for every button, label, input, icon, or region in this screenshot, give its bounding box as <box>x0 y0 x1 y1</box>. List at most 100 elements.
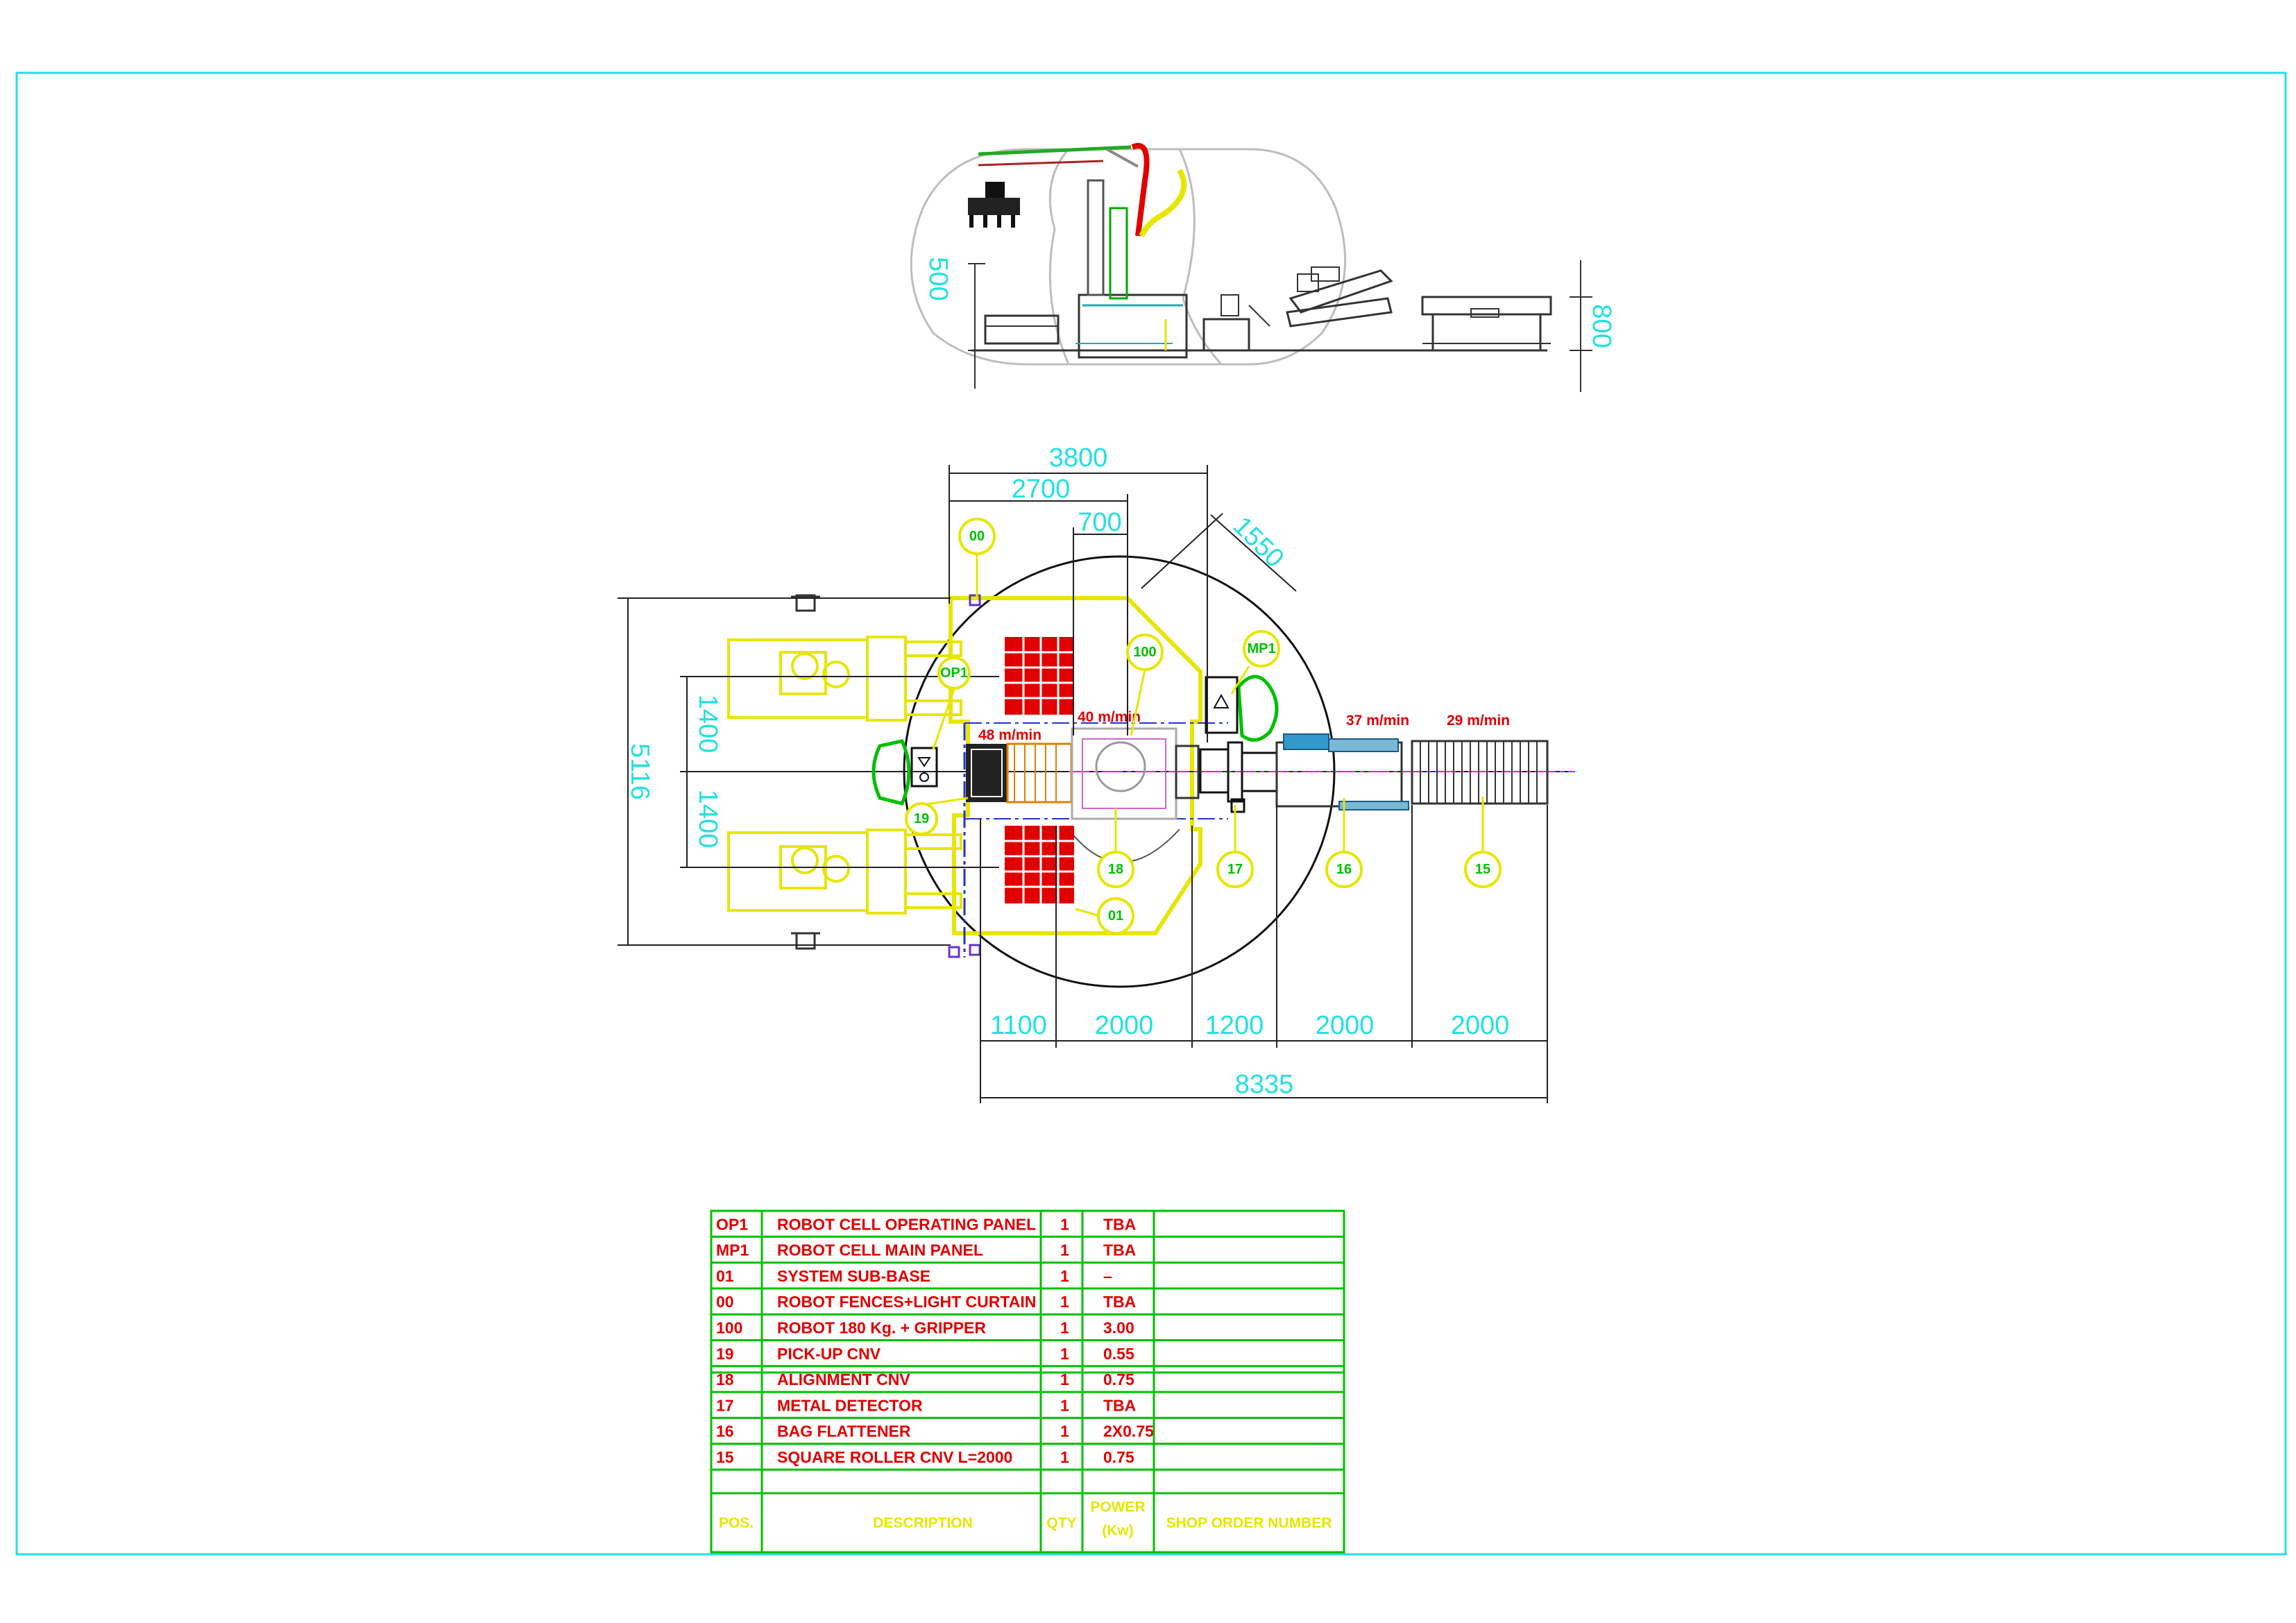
table-cell-qty: 1 <box>1060 1215 1069 1233</box>
table-cell-qty: 1 <box>1060 1396 1069 1414</box>
table-cell-power: 0.75 <box>1103 1448 1134 1466</box>
table-cell-power: TBA <box>1103 1215 1136 1233</box>
table-cell-power: 2X0.75 <box>1103 1422 1154 1441</box>
table-cell-qty: 1 <box>1060 1293 1069 1311</box>
pallet-jack-upper <box>727 636 962 722</box>
pallet-lower <box>1005 826 1074 903</box>
table-cell-pos: 00 <box>716 1293 734 1311</box>
table-cell-description: ROBOT 180 Kg. + GRIPPER <box>777 1319 986 1337</box>
table-cell-pos: 01 <box>716 1267 734 1285</box>
bubble-00: 00 <box>958 518 996 598</box>
table-cell-pos: MP1 <box>716 1241 749 1259</box>
operator-symbol-mp1 <box>1236 674 1279 742</box>
elevation-view: 500 800 <box>910 143 1616 392</box>
bubble-100-label: 100 <box>1133 645 1156 660</box>
dim-5116: 5116 <box>625 743 654 800</box>
table-cell-description: SYSTEM SUB-BASE <box>777 1267 930 1285</box>
table-cell-description: ROBOT FENCES+LIGHT CURTAIN <box>777 1293 1036 1311</box>
header-power: POWER <box>1090 1499 1145 1515</box>
bubble-16-label: 16 <box>1336 862 1352 877</box>
table-cell-description: PICK-UP CNV <box>777 1345 881 1363</box>
bubble-17-label: 17 <box>1227 862 1243 877</box>
plan-view: 48 m/min 40 m/min 37 m/min 29 m/min 3800… <box>618 443 1575 1103</box>
robot-gripper-plan <box>966 727 1200 820</box>
speed-label-48: 48 m/min <box>978 727 1041 743</box>
bubble-op1-label: OP1 <box>940 665 968 681</box>
elevation-conveyors <box>984 266 1552 352</box>
table-cell-power: – <box>1103 1267 1112 1285</box>
table-cell-description: BAG FLATTENER <box>777 1422 911 1441</box>
bubble-mp1-label: MP1 <box>1247 641 1275 656</box>
table-cell-qty: 1 <box>1060 1422 1069 1441</box>
dim-height-500: 500 <box>924 257 953 300</box>
table-cell-qty: 1 <box>1060 1370 1069 1388</box>
sheet-frame <box>15 71 2287 1556</box>
operating-panel-op1 <box>910 747 938 788</box>
header-description: DESCRIPTION <box>873 1515 973 1531</box>
table-cell-pos: 17 <box>716 1396 734 1414</box>
bag-flattener-16 <box>1275 733 1409 810</box>
bubble-19: 19 <box>905 797 969 835</box>
header-qty: QTY <box>1046 1515 1076 1531</box>
main-panel-mp1 <box>1205 676 1239 734</box>
table-cell-power: 3.00 <box>1103 1319 1134 1337</box>
bubble-18: 18 <box>1097 808 1134 888</box>
dim-8335: 8335 <box>1235 1070 1294 1099</box>
table-cell-power: TBA <box>1103 1241 1136 1259</box>
operator-symbol-op1 <box>871 739 911 806</box>
bubble-17: 17 <box>1216 805 1254 888</box>
table-cell-qty: 1 <box>1060 1319 1069 1337</box>
metal-detector-17 <box>1199 741 1277 813</box>
dim-2700: 2700 <box>1012 475 1071 504</box>
dim-height-800: 800 <box>1587 304 1616 348</box>
bubble-16: 16 <box>1325 798 1363 888</box>
speed-label-29: 29 m/min <box>1447 713 1510 729</box>
table-cell-pos: 100 <box>716 1319 742 1337</box>
table-cell-pos: 15 <box>716 1448 734 1466</box>
table-cell-description: SQUARE ROLLER CNV L=2000 <box>777 1448 1012 1466</box>
parts-table-border <box>710 1209 1345 1554</box>
fence-post-upper <box>791 594 820 612</box>
bubble-15-label: 15 <box>1475 862 1490 877</box>
table-cell-description: ROBOT CELL MAIN PANEL <box>777 1241 983 1259</box>
table-cell-power: 0.55 <box>1103 1345 1134 1363</box>
fence-post-lower <box>791 932 820 950</box>
table-cell-pos: 19 <box>716 1345 734 1363</box>
dim-3800: 3800 <box>1049 443 1108 473</box>
roller-conveyor-15 <box>1411 740 1549 805</box>
pallet-jack-lower <box>727 829 962 915</box>
bubble-18-label: 18 <box>1108 862 1123 877</box>
table-cell-description: ROBOT CELL OPERATING PANEL <box>777 1215 1036 1233</box>
dim-1400-upper: 1400 <box>693 695 722 754</box>
bubble-mp1: MP1 <box>1230 630 1280 695</box>
table-cell-pos: OP1 <box>716 1215 748 1233</box>
header-power-unit: (Kw) <box>1102 1523 1134 1539</box>
bubble-01-label: 01 <box>1108 908 1123 924</box>
bubble-19-label: 19 <box>914 811 929 826</box>
dim-1200: 1200 <box>1205 1011 1264 1040</box>
dim-700: 700 <box>1078 508 1121 537</box>
bubble-15: 15 <box>1464 797 1502 888</box>
dim-1400-lower: 1400 <box>693 790 722 849</box>
bubble-op1: OP1 <box>932 656 971 750</box>
pallet-upper <box>1005 637 1074 715</box>
robot-elevation <box>968 143 1188 359</box>
table-cell-pos: 16 <box>716 1422 734 1441</box>
bubble-01: 01 <box>1075 897 1134 935</box>
table-cell-power: TBA <box>1103 1396 1136 1414</box>
speed-label-37: 37 m/min <box>1346 713 1409 729</box>
dim-1100: 1100 <box>990 1011 1047 1040</box>
table-cell-qty: 1 <box>1060 1345 1069 1363</box>
speed-label-40: 40 m/min <box>1078 709 1141 725</box>
dim-2000-c: 2000 <box>1451 1011 1510 1040</box>
robot-reach-envelope <box>910 148 1347 366</box>
dim-2000-b: 2000 <box>1316 1011 1375 1040</box>
table-cell-qty: 1 <box>1060 1241 1069 1259</box>
bubble-100: 100 <box>1126 634 1164 736</box>
header-pos: POS. <box>719 1515 754 1531</box>
table-cell-qty: 1 <box>1060 1448 1069 1466</box>
header-shop-order: SHOP ORDER NUMBER <box>1166 1515 1332 1531</box>
table-cell-qty: 1 <box>1060 1267 1069 1285</box>
